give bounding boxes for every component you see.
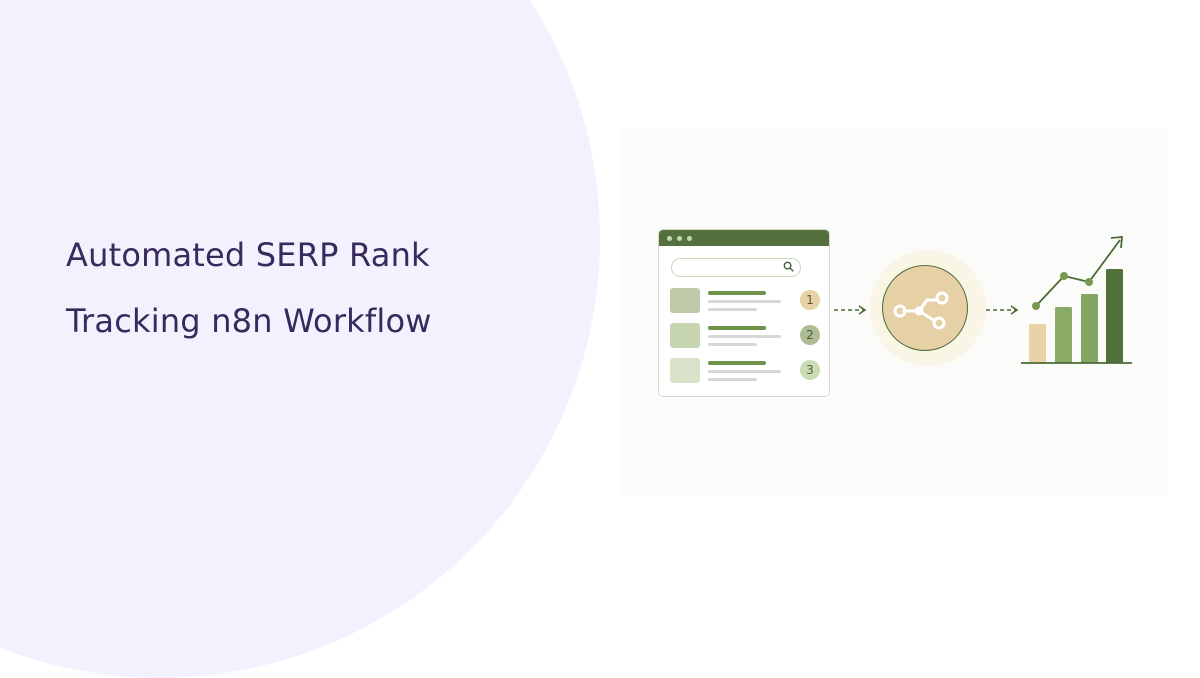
window-dot-icon	[667, 235, 672, 241]
window-dot-icon	[687, 235, 692, 241]
result-text-line	[708, 335, 781, 338]
result-text-line	[708, 370, 781, 373]
result-text-line	[708, 343, 757, 346]
serp-browser-window: 1 2 3	[658, 229, 830, 397]
result-title-line	[708, 291, 766, 295]
result-text-line	[708, 378, 757, 381]
window-dot-icon	[677, 235, 682, 241]
result-title-line	[708, 326, 766, 330]
search-icon	[783, 261, 794, 272]
dashed-arrow-icon	[986, 305, 1019, 315]
title-line-2: Tracking n8n Workflow	[66, 302, 432, 340]
result-thumbnail	[670, 288, 700, 313]
search-result-row: 3	[670, 358, 820, 386]
share-nodes-icon	[893, 291, 949, 330]
rank-badge: 2	[800, 325, 820, 345]
result-thumbnail	[670, 358, 700, 383]
browser-title-bar	[659, 230, 829, 246]
title-line-1: Automated SERP Rank	[66, 236, 430, 274]
search-bar	[671, 258, 801, 277]
result-thumbnail	[670, 323, 700, 348]
result-text-line	[708, 300, 781, 303]
search-result-row: 2	[670, 323, 820, 351]
rank-badge: 3	[800, 360, 820, 380]
result-title-line	[708, 361, 766, 365]
dashed-arrow-icon	[834, 305, 867, 315]
page-title: Automated SERP Rank Tracking n8n Workflo…	[66, 222, 432, 354]
bar-chart-trend-icon	[1021, 236, 1132, 364]
search-result-row: 1	[670, 288, 820, 316]
result-text-line	[708, 308, 757, 311]
workflow-hub	[882, 265, 968, 351]
rank-badge: 1	[800, 290, 820, 310]
